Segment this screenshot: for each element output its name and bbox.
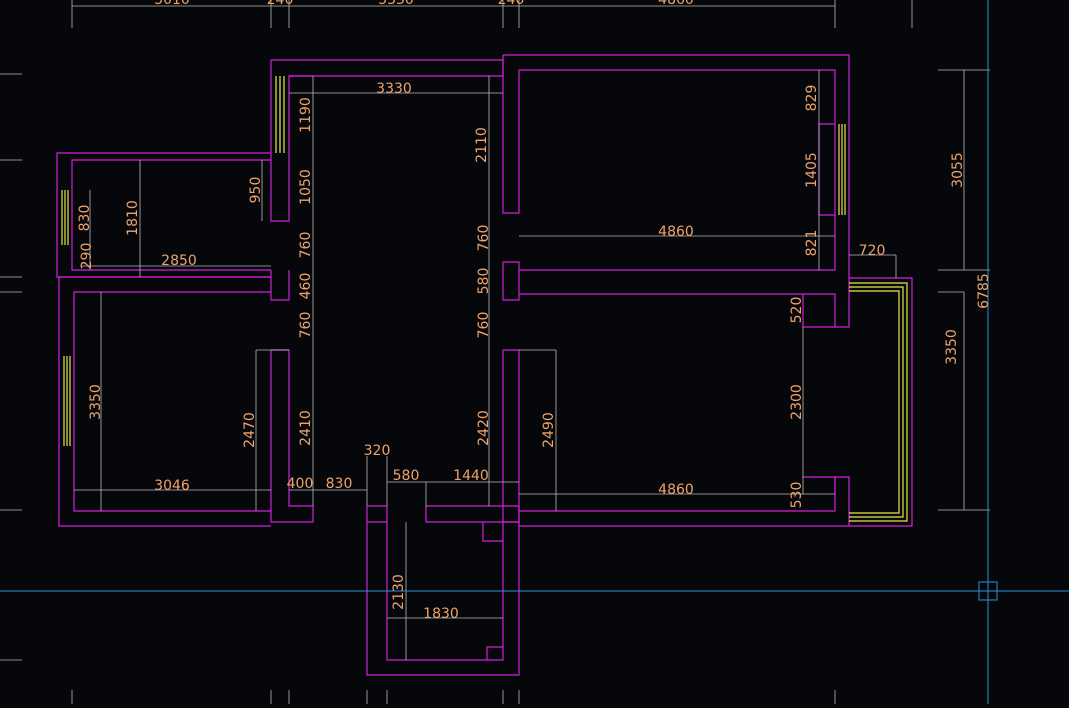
dim-320: 320 — [364, 443, 391, 459]
dim-821: 821 — [804, 230, 820, 257]
wall-corridor-left-mid — [270, 270, 290, 301]
window-upper-right-room — [838, 124, 846, 215]
top-dim-5: 4860 — [658, 0, 694, 8]
wall-lower-left-outer — [58, 276, 271, 527]
dim-580-bottom: 580 — [393, 468, 420, 484]
dim-3350-right: 3350 — [944, 329, 960, 365]
dim-1810: 1810 — [125, 200, 141, 236]
dim-2470: 2470 — [242, 412, 258, 448]
dim-520: 520 — [789, 297, 805, 324]
dim-corridor-width: 3330 — [376, 81, 412, 97]
dim-2300: 2300 — [789, 384, 805, 420]
dim-left-950: 950 — [248, 177, 264, 204]
wall-bathroom-top-left — [367, 505, 388, 523]
dim-left-1190: 1190 — [298, 97, 314, 133]
dim-1440: 1440 — [453, 468, 489, 484]
dim-830-bottom: 830 — [326, 476, 353, 492]
dim-290: 290 — [79, 243, 95, 270]
dimension-lines — [0, 0, 990, 704]
dim-2410: 2410 — [298, 410, 314, 446]
top-dim-3: 3330 — [378, 0, 414, 8]
dimension-text: 3010 240 3330 240 4860 3330 1190 2110 95… — [77, 0, 992, 622]
dim-right-760-a: 760 — [476, 225, 492, 252]
dim-left-460: 460 — [298, 273, 314, 300]
wall-upper-right-bottom2 — [519, 293, 836, 328]
windows — [61, 76, 908, 522]
window-corridor-top-left — [275, 76, 285, 153]
wall-upper-left-inner — [71, 159, 271, 271]
dim-6785: 6785 — [976, 273, 992, 309]
window-balcony — [849, 282, 908, 522]
window-upper-left-room — [61, 190, 69, 245]
dim-3046: 3046 — [154, 478, 190, 494]
dim-2130: 2130 — [391, 574, 407, 610]
dim-1405: 1405 — [804, 152, 820, 188]
dim-530: 530 — [789, 482, 805, 509]
wall-lower-left-inner — [73, 291, 271, 512]
dim-2850: 2850 — [161, 253, 197, 269]
wall-corridor-right-top — [502, 55, 520, 214]
wall-corridor-right-low — [502, 349, 520, 523]
wall-upper-right-outer — [503, 54, 850, 328]
wall-bathroom-top-right — [425, 505, 520, 523]
wall-upper-right-bottom — [519, 215, 836, 271]
dim-2420: 2420 — [476, 410, 492, 446]
dim-right-760-b: 760 — [476, 312, 492, 339]
top-dim-4: 240 — [498, 0, 525, 8]
wall-corridor-right-mid — [502, 261, 520, 301]
dim-829: 829 — [804, 85, 820, 112]
wall-lower-right-outer — [519, 277, 913, 527]
wall-corridor-top — [271, 59, 504, 77]
top-dim-2: 240 — [267, 0, 294, 8]
window-lower-left-room — [63, 356, 71, 446]
wall-bathroom-shaft-top — [482, 522, 503, 542]
dim-400: 400 — [287, 476, 314, 492]
top-dim-1: 3010 — [154, 0, 190, 8]
wall-upper-right-inner — [519, 69, 836, 216]
wall-lower-right-inner2 — [803, 476, 836, 494]
wall-bathroom-shaft-bottom — [486, 646, 503, 660]
dim-1830: 1830 — [423, 606, 459, 622]
dim-830: 830 — [77, 205, 93, 232]
dim-right-580: 580 — [476, 268, 492, 295]
dim-left-760-b: 760 — [298, 312, 314, 339]
dim-3350-left: 3350 — [88, 384, 104, 420]
dim-3055: 3055 — [950, 152, 966, 188]
dim-720: 720 — [859, 243, 886, 259]
dim-left-760-a: 760 — [298, 232, 314, 259]
dim-4860-bottom: 4860 — [658, 482, 694, 498]
dim-right-2110: 2110 — [474, 127, 490, 163]
dim-4860-top: 4860 — [658, 224, 694, 240]
dim-left-1050: 1050 — [298, 169, 314, 205]
dim-2490: 2490 — [541, 412, 557, 448]
